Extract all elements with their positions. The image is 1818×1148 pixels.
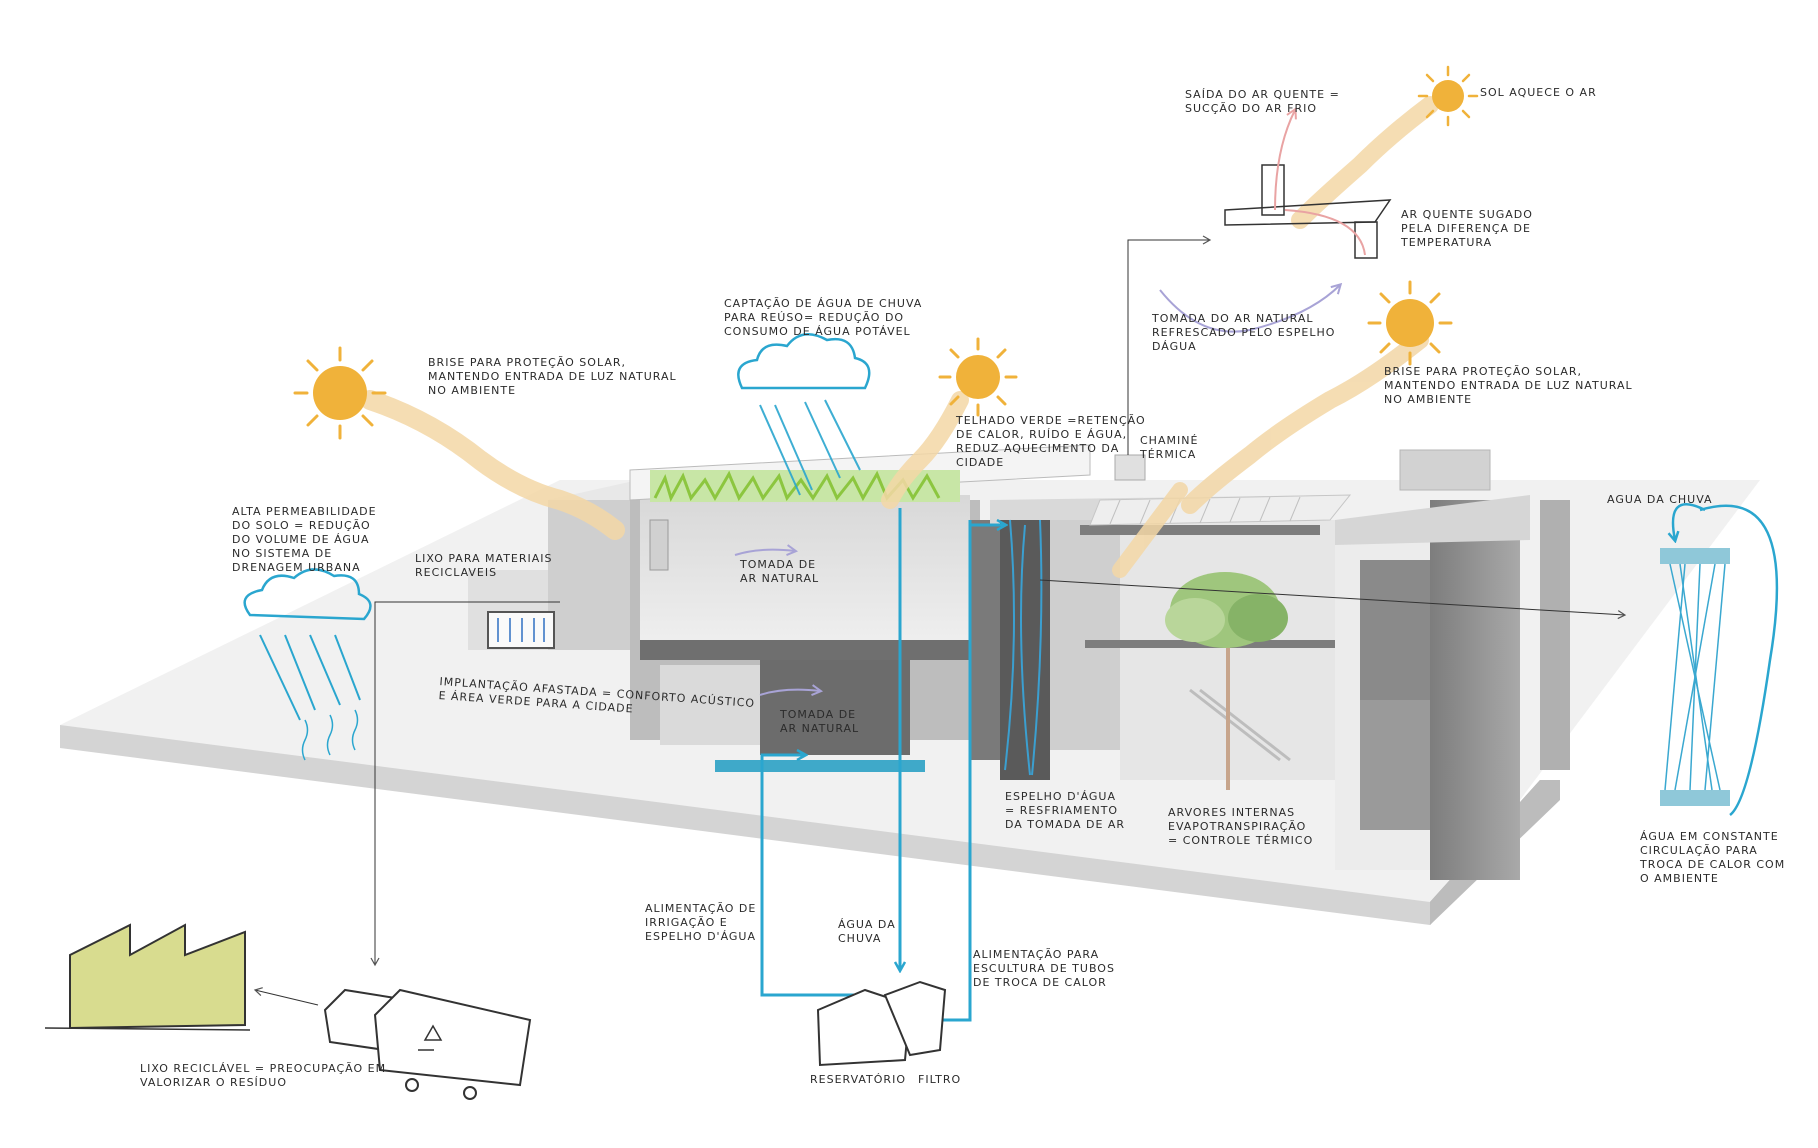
rain-icon: [259, 634, 361, 761]
leader-lines: [253, 235, 1627, 1006]
saida-ar-label: SAÍDA DO AR QUENTE =SUCÇÃO DO AR FRIO: [1185, 88, 1340, 115]
truck-icon: [323, 988, 532, 1100]
cloud-icon: [737, 333, 871, 390]
middle-section: [990, 454, 1352, 780]
solar-chimney-detail: [1224, 110, 1392, 259]
factory-icon: [44, 923, 251, 1031]
water-mirror: [715, 760, 925, 772]
sun-icon: [938, 337, 1018, 417]
right-tower: [1335, 449, 1570, 880]
recycle-bin-icon: [487, 611, 555, 649]
sun-icon: [293, 346, 387, 440]
rain-icon: [759, 399, 861, 496]
reservatorio-label: RESERVATÓRIO: [810, 1073, 906, 1086]
recycle-icon: [418, 1024, 443, 1051]
main-building: [629, 444, 1091, 772]
sol-aquece-label: SOL AQUECE O AR: [1480, 86, 1597, 99]
filtro-label: FILTRO: [918, 1073, 962, 1086]
tank-icon: [816, 980, 947, 1067]
cloud-icon: [243, 568, 372, 621]
sun-icon: [1367, 280, 1453, 366]
thermal-chimney: [1114, 454, 1146, 481]
brise-left-label: BRISE PARA PROTEÇÃO SOLAR,MANTENDO ENTRA…: [428, 356, 677, 397]
brise-right-label: BRISE PARA PROTEÇÃO SOLAR,MANTENDO ENTRA…: [1384, 365, 1633, 406]
tree-icon: [1165, 572, 1288, 790]
air-flow-arrows: [734, 285, 1340, 695]
sun-rays: [360, 96, 1439, 578]
sun-icon: [1417, 65, 1479, 127]
agua-chuva-right-label: AGUA DA CHUVA: [1607, 493, 1713, 506]
heat-exchange-tube-icon: [1660, 503, 1779, 816]
